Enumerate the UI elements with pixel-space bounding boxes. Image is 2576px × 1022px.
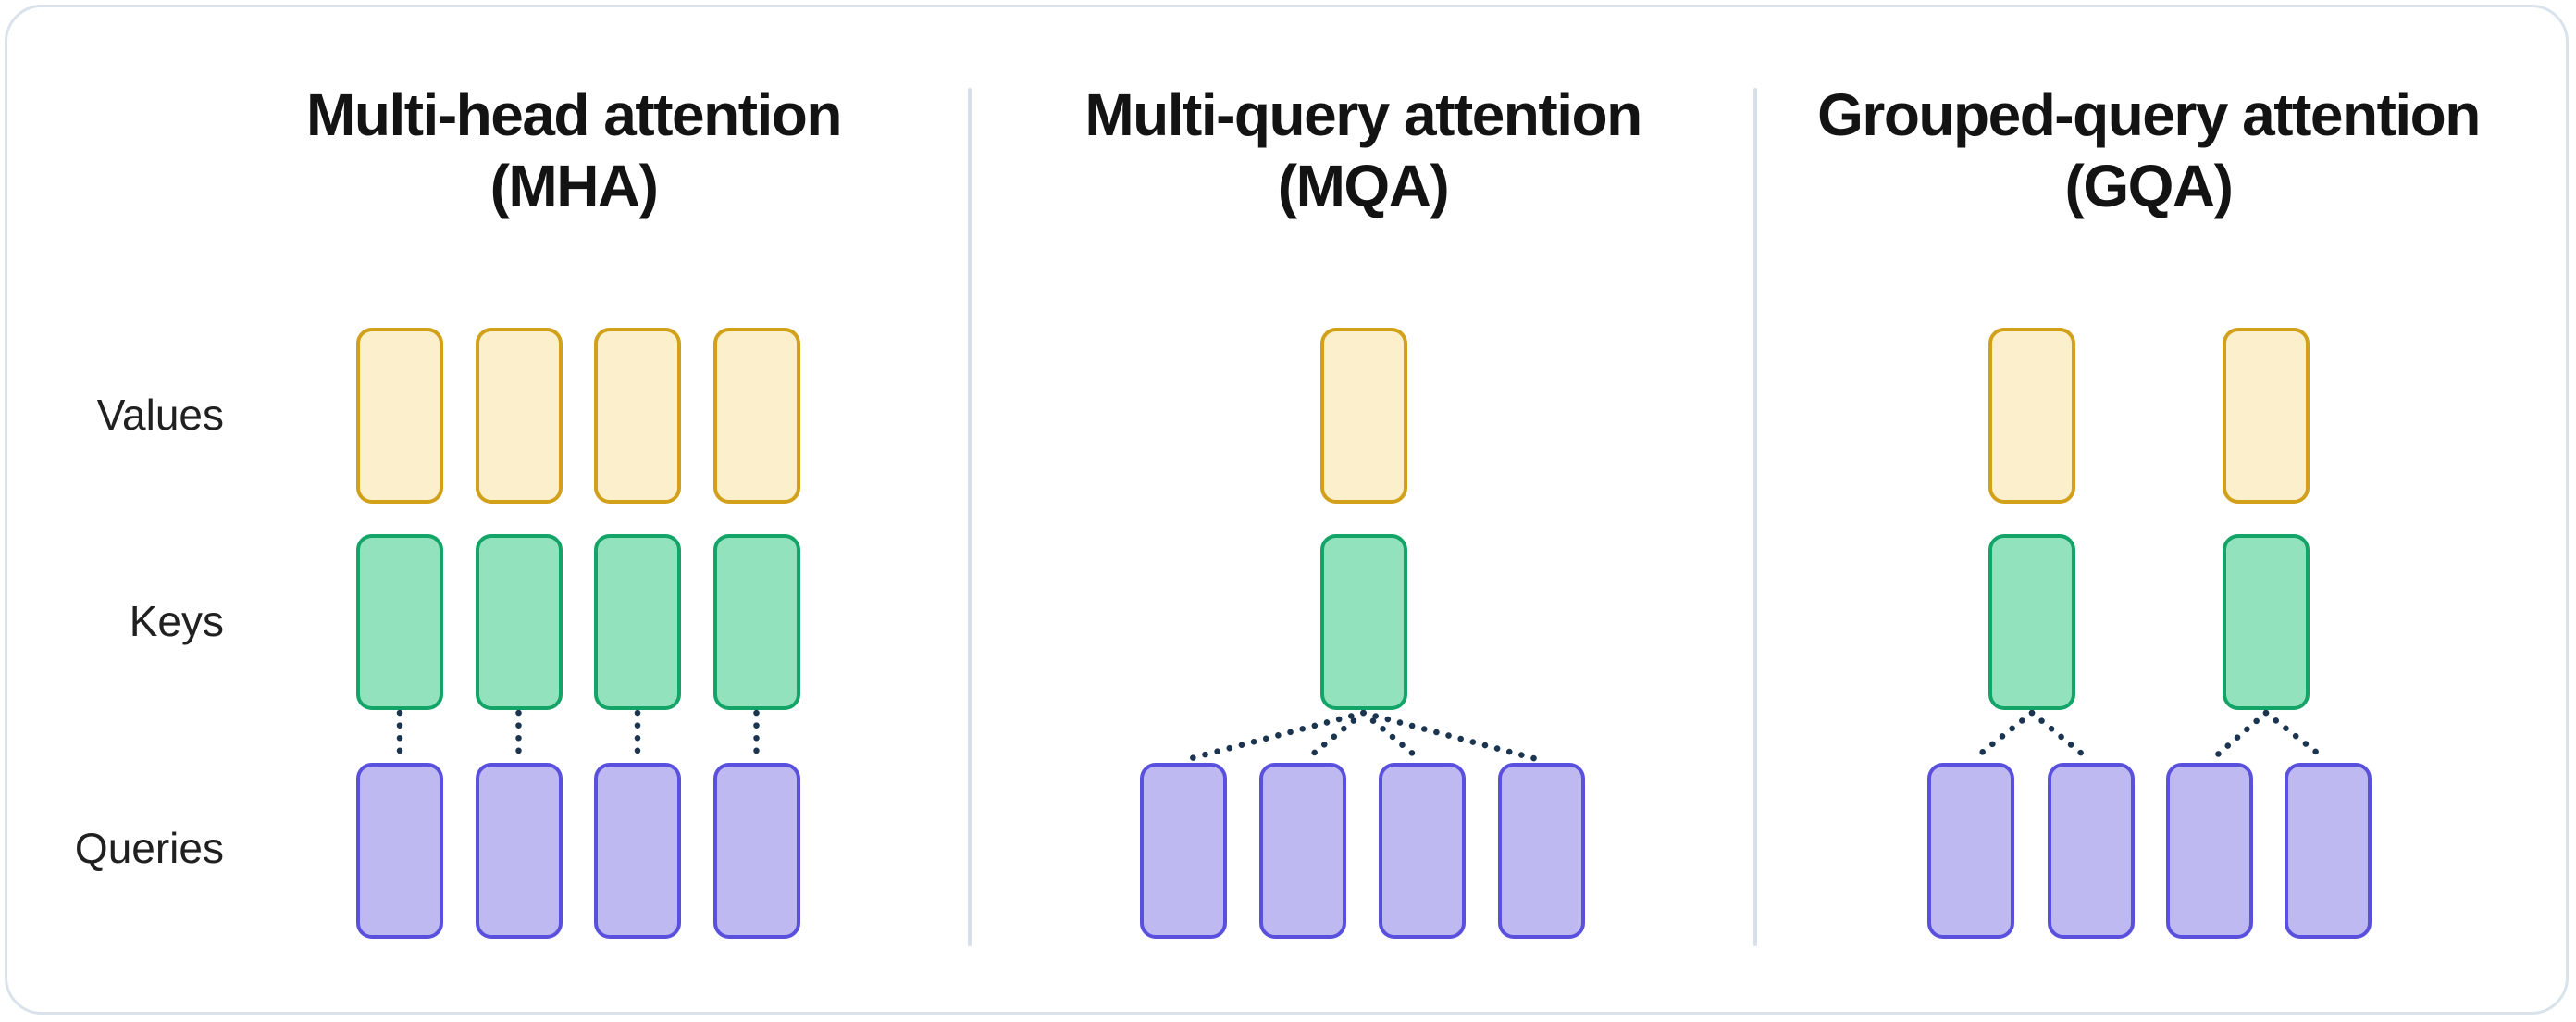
gqa-query-box	[1927, 763, 2014, 939]
mha-value-box	[594, 328, 681, 504]
mha-key-box	[475, 534, 563, 710]
panel-title-mqa-line2: (MQA)	[1277, 153, 1450, 220]
mha-key-box	[356, 534, 443, 710]
mqa-query-box	[1259, 763, 1346, 939]
panel-title-gqa-line1: Grouped-query attention	[1817, 81, 2481, 148]
row-label-keys: Keys	[129, 597, 224, 645]
mqa-query-box	[1140, 763, 1227, 939]
mqa-query-box	[1498, 763, 1585, 939]
panel-title-mha-line1: Multi-head attention	[306, 81, 842, 148]
mha-key-box	[594, 534, 681, 710]
gqa-key-box	[1988, 534, 2075, 710]
mha-value-box	[712, 328, 800, 504]
panel-title-gqa: Grouped-query attention (GQA)	[1714, 80, 2576, 223]
panel-title-gqa-line2: (GQA)	[2064, 153, 2234, 220]
gqa-query-box	[2285, 763, 2372, 939]
row-label-values: Values	[96, 391, 224, 439]
mqa-value-box	[1319, 328, 1407, 504]
panel-title-mha-line2: (MHA)	[489, 153, 659, 220]
gqa-query-box	[2166, 763, 2253, 939]
mha-value-box	[356, 328, 443, 504]
mha-key-box	[712, 534, 800, 710]
gqa-value-box	[2223, 328, 2310, 504]
mha-query-box	[356, 763, 443, 939]
mqa-query-box	[1379, 763, 1466, 939]
mha-query-box	[712, 763, 800, 939]
panel-divider-2	[1753, 88, 1757, 946]
panel-title-mqa: Multi-query attention (MQA)	[928, 80, 1798, 223]
panel-title-mha: Multi-head attention (MHA)	[139, 80, 1009, 223]
row-label-queries: Queries	[74, 824, 224, 872]
mqa-key-box	[1319, 534, 1407, 710]
panel-title-mqa-line1: Multi-query attention	[1084, 81, 1642, 148]
mha-value-box	[475, 328, 563, 504]
mha-query-box	[475, 763, 563, 939]
gqa-key-box	[2223, 534, 2310, 710]
panel-divider-1	[968, 88, 972, 946]
gqa-query-box	[2048, 763, 2135, 939]
gqa-value-box	[1988, 328, 2075, 504]
mha-query-box	[594, 763, 681, 939]
